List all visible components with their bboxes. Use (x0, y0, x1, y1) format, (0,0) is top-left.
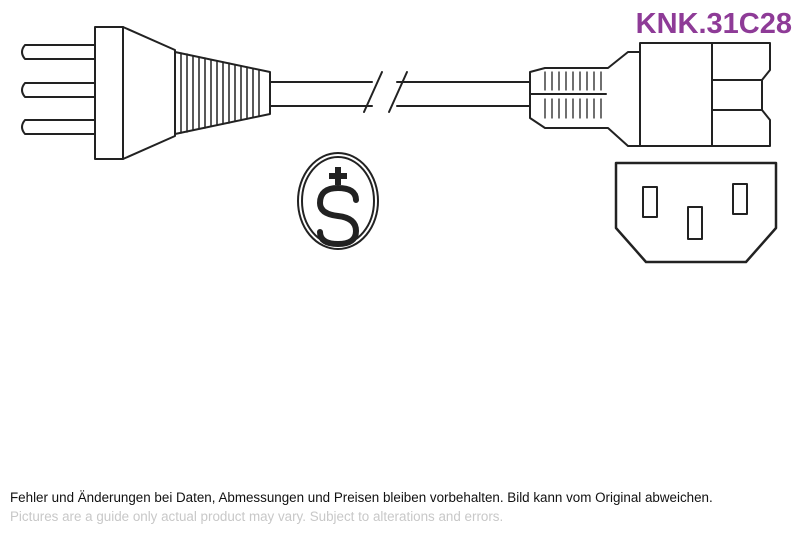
type-l-plug-body (94, 26, 271, 160)
part-number-title: KNK.31C28 (635, 8, 792, 40)
disclaimer-german: Fehler und Änderungen bei Daten, Abmessu… (10, 490, 713, 505)
iec-c13-connector-face (614, 161, 778, 264)
disclaimer-english: Pictures are a guide only actual product… (10, 509, 504, 524)
iec-c13-connector-side (529, 42, 771, 147)
cable (269, 71, 531, 113)
plug-pins (21, 44, 96, 135)
plus-s-approval-mark-icon (297, 152, 379, 250)
power-cord-drawing (21, 26, 778, 264)
